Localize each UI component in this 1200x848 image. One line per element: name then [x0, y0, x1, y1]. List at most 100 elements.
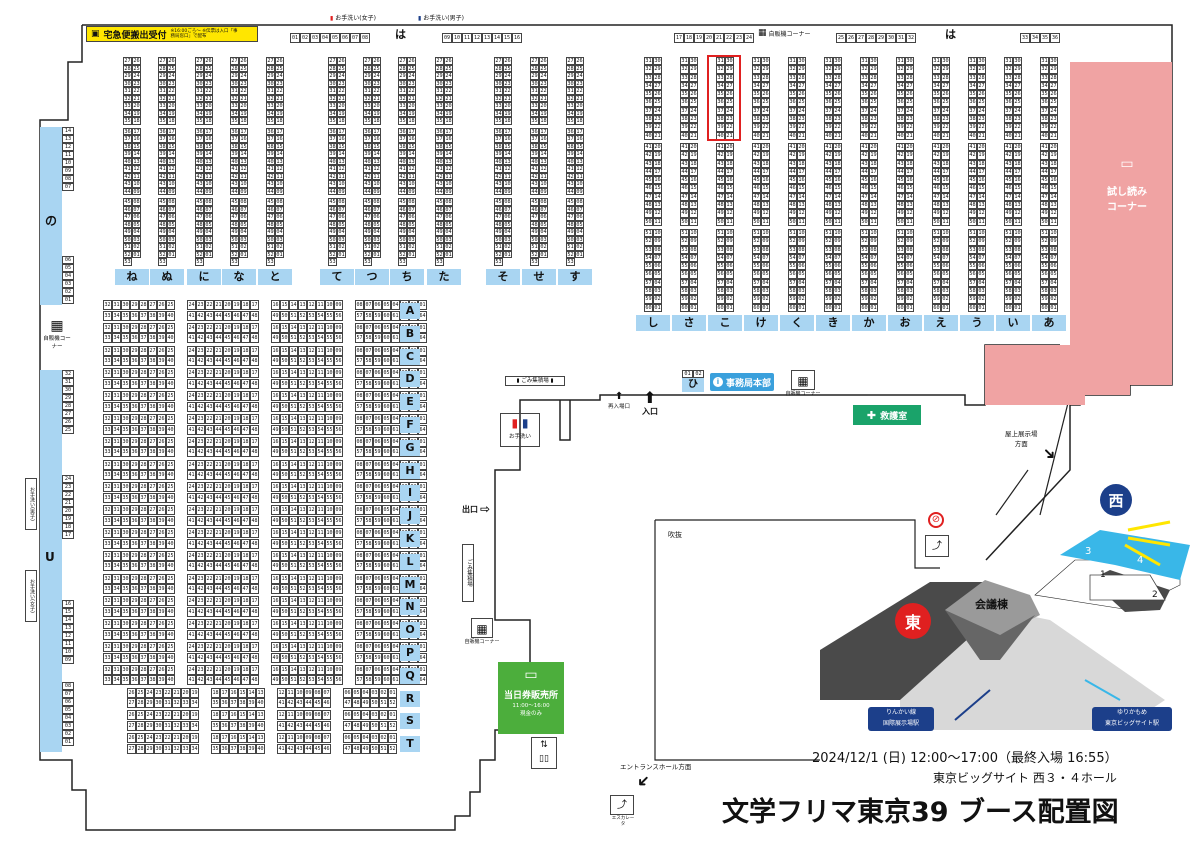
booth-cell[interactable]: 34: [1004, 81, 1013, 91]
booth-cell[interactable]: 35: [896, 90, 905, 99]
booth-cell[interactable]: 50: [280, 447, 289, 458]
booth-cell[interactable]: 29: [363, 72, 372, 80]
booth-cell[interactable]: 07: [350, 33, 360, 43]
booth-cell[interactable]: 31: [112, 391, 121, 402]
booth-cell[interactable]: 12: [797, 209, 806, 218]
booth-cell[interactable]: 33: [103, 675, 112, 686]
booth-cell[interactable]: 02: [62, 288, 74, 296]
booth-cell[interactable]: 60: [382, 492, 391, 503]
booth-cell[interactable]: 36: [220, 720, 229, 731]
booth-cell[interactable]: 32: [1040, 65, 1049, 74]
booth-cell[interactable]: 07: [322, 733, 331, 744]
booth-cell[interactable]: 35: [363, 117, 372, 125]
booth-cell[interactable]: 21: [797, 131, 806, 140]
booth-cell[interactable]: 29: [266, 72, 275, 80]
booth-cell[interactable]: 40: [166, 606, 175, 617]
booth-cell[interactable]: 14: [289, 619, 298, 630]
booth-cell[interactable]: 46: [328, 205, 337, 213]
booth-cell[interactable]: 39: [157, 401, 166, 412]
booth-cell[interactable]: 27: [494, 57, 503, 65]
booth-cell[interactable]: 32: [398, 94, 407, 102]
booth-cell[interactable]: 39: [247, 720, 256, 731]
booth-cell[interactable]: 40: [494, 157, 503, 165]
booth-cell[interactable]: 40: [158, 157, 167, 165]
booth-cell[interactable]: 11: [316, 642, 325, 652]
booth-cell[interactable]: 41: [277, 698, 286, 709]
booth-cell[interactable]: 23: [196, 573, 205, 584]
booth-cell[interactable]: 46: [232, 447, 241, 458]
booth-cell[interactable]: 13: [1013, 201, 1022, 210]
booth-cell[interactable]: 06: [373, 573, 382, 584]
booth-cell[interactable]: 21: [214, 391, 223, 402]
booth-cell[interactable]: 25: [725, 98, 734, 107]
booth-cell[interactable]: 25: [407, 64, 416, 72]
booth-cell[interactable]: 23: [196, 505, 205, 516]
booth-cell[interactable]: 29: [130, 664, 139, 675]
booth-cell[interactable]: 51: [289, 447, 298, 458]
booth-cell[interactable]: 42: [824, 151, 833, 160]
booth-cell[interactable]: 49: [1040, 209, 1049, 218]
booth-cell[interactable]: 39: [157, 652, 166, 663]
booth-cell[interactable]: 03: [62, 722, 74, 730]
booth-cell[interactable]: 08: [355, 414, 364, 424]
booth-cell[interactable]: 52: [266, 250, 275, 258]
booth-cell[interactable]: 47: [932, 192, 941, 202]
booth-cell[interactable]: 56: [860, 270, 869, 279]
booth-cell[interactable]: 03: [503, 235, 512, 243]
booth-cell[interactable]: 56: [334, 515, 343, 526]
booth-cell[interactable]: 54: [896, 253, 905, 263]
booth-cell[interactable]: 46: [232, 606, 241, 617]
booth-cell[interactable]: 44: [398, 187, 407, 195]
booth-cell[interactable]: 48: [250, 629, 259, 640]
booth-cell[interactable]: 14: [204, 150, 213, 158]
booth-cell[interactable]: 17: [132, 127, 141, 135]
booth-cell[interactable]: 46: [232, 538, 241, 549]
booth-cell[interactable]: 53: [1040, 245, 1049, 254]
booth-cell[interactable]: 35: [398, 117, 407, 125]
booth-cell[interactable]: 01: [797, 303, 806, 312]
booth-cell[interactable]: 44: [230, 187, 239, 195]
booth-cell[interactable]: 01: [1013, 303, 1022, 312]
booth-cell[interactable]: 20: [132, 102, 141, 110]
booth-cell[interactable]: 27: [123, 57, 132, 65]
booth-cell[interactable]: 27: [797, 81, 806, 91]
booth-cell[interactable]: 59: [373, 310, 382, 321]
booth-cell[interactable]: 20: [503, 102, 512, 110]
booth-cell[interactable]: 47: [530, 213, 539, 221]
booth-cell[interactable]: 39: [328, 150, 337, 158]
booth-cell[interactable]: 08: [355, 300, 364, 310]
booth-cell[interactable]: 21: [275, 94, 284, 102]
booth-cell[interactable]: 04: [391, 550, 400, 561]
booth-cell[interactable]: 49: [752, 209, 761, 218]
booth-cell[interactable]: 55: [932, 262, 941, 271]
booth-cell[interactable]: 18: [211, 710, 220, 721]
booth-cell[interactable]: 47: [195, 213, 204, 221]
booth-cell[interactable]: 11: [941, 217, 950, 226]
booth-cell[interactable]: 29: [435, 72, 444, 80]
booth-cell[interactable]: 01: [239, 250, 248, 258]
booth-cell[interactable]: 12: [307, 345, 316, 356]
booth-cell[interactable]: 26: [905, 90, 914, 99]
booth-cell[interactable]: 42: [932, 151, 941, 160]
booth-cell[interactable]: 08: [689, 245, 698, 254]
booth-cell[interactable]: 05: [869, 270, 878, 279]
booth-cell[interactable]: 48: [680, 201, 689, 210]
booth-cell[interactable]: 10: [797, 228, 806, 238]
booth-cell[interactable]: 52: [298, 515, 307, 526]
booth-cell[interactable]: 33: [435, 102, 444, 110]
booth-cell[interactable]: 49: [271, 584, 280, 595]
booth-cell[interactable]: 40: [166, 652, 175, 663]
booth-cell[interactable]: 32: [103, 482, 112, 493]
booth-cell[interactable]: 39: [158, 150, 167, 158]
booth-cell[interactable]: 04: [361, 710, 370, 721]
booth-cell[interactable]: 59: [896, 295, 905, 304]
booth-cell[interactable]: 39: [363, 150, 372, 158]
booth-cell[interactable]: 18: [905, 159, 914, 168]
booth-cell[interactable]: 33: [398, 102, 407, 110]
booth-cell[interactable]: 28: [136, 698, 145, 709]
booth-cell[interactable]: 05: [352, 710, 361, 721]
booth-cell[interactable]: 36: [130, 515, 139, 526]
booth-cell[interactable]: 40: [166, 584, 175, 595]
booth-cell[interactable]: 01: [941, 303, 950, 312]
booth-cell[interactable]: 34: [968, 81, 977, 91]
